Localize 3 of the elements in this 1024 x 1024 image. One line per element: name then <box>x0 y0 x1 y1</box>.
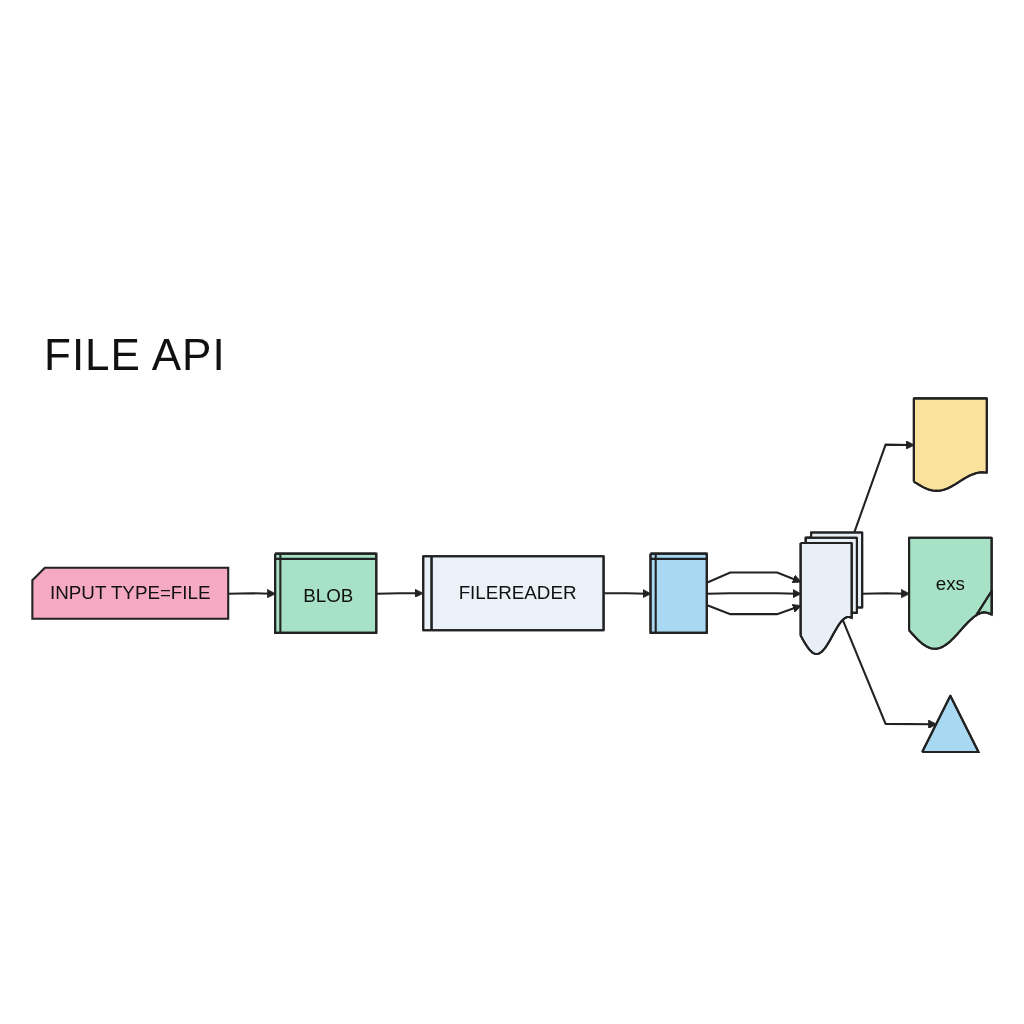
arrow <box>376 588 424 598</box>
title: FILE API <box>44 330 226 380</box>
arrow <box>862 589 910 599</box>
